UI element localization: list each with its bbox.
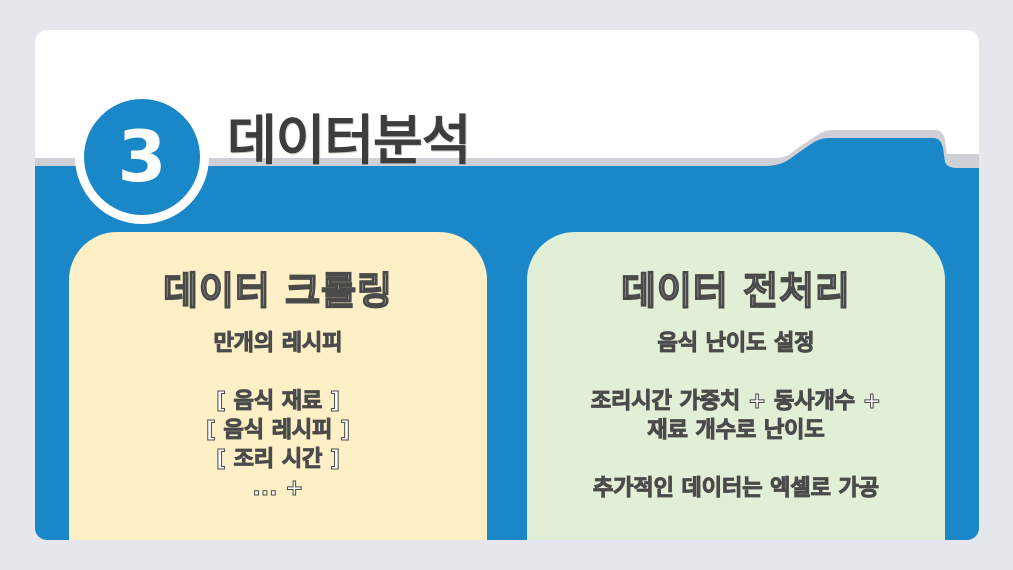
slide: 3 데이터분석 데이터 크롤링 만개의 레시피 [ 음식 재료 ] [ 음식 레…: [35, 30, 979, 540]
card-line: 재료 개수로 난이도: [647, 418, 825, 444]
card-note: 추가적인 데이터는 엑셀로 가공: [592, 476, 880, 502]
card-title: 데이터 전처리: [620, 268, 851, 314]
section-number-badge: 3: [75, 90, 209, 224]
card-subtitle: 음식 난이도 설정: [657, 331, 815, 357]
section-number: 3: [84, 99, 200, 215]
card-line: ... +: [252, 476, 304, 502]
card-data-preprocessing: 데이터 전처리 음식 난이도 설정 조리시간 가중치 + 동사개수 + 재료 개…: [527, 232, 945, 540]
card-title: 데이터 크롤링: [162, 268, 393, 314]
card-line: [ 조리 시간 ]: [215, 447, 341, 473]
card-line: [ 음식 레시피 ]: [205, 418, 351, 444]
card-subtitle: 만개의 레시피: [213, 331, 343, 357]
card-line: [ 음식 재료 ]: [215, 389, 341, 415]
page-title: 데이터분석: [227, 109, 471, 172]
card-line: 조리시간 가중치 + 동사개수 +: [590, 389, 882, 415]
card-data-crawling: 데이터 크롤링 만개의 레시피 [ 음식 재료 ] [ 음식 레시피 ] [ 조…: [69, 232, 487, 540]
